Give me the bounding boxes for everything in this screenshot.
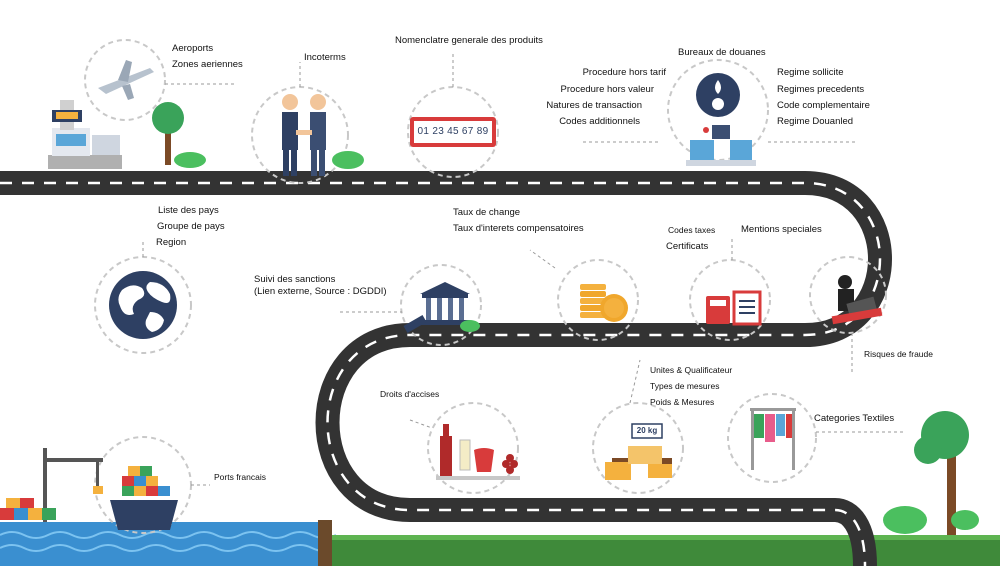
- hacker-icon: [831, 275, 883, 325]
- label-bureaux-right-1: Regimes precedents: [777, 84, 865, 95]
- coins-icon: [580, 284, 628, 322]
- label-bureaux-right-3: Regime Douanled: [777, 116, 854, 127]
- sea-wave: [0, 544, 337, 552]
- label-bureaux-left-1: Procedure hors valeur: [560, 84, 654, 95]
- code-number: 01 23 45 67 89: [417, 126, 489, 137]
- courthouse-icon: [403, 282, 480, 333]
- cargo-ship-icon: [110, 466, 178, 530]
- label-bureaux-title: Bureaux de douanes: [678, 47, 766, 58]
- label-bureaux-right-0: Regime sollicite: [777, 67, 844, 78]
- weight-sign: 20 kg: [636, 426, 658, 435]
- clothes-rack-icon: [750, 408, 796, 470]
- scale-boxes-icon: [605, 423, 672, 480]
- containers-icon: [0, 498, 56, 520]
- customs-emblem-icon: [686, 73, 756, 166]
- tree-icon: [883, 411, 979, 535]
- airplane-icon: [98, 60, 154, 100]
- label-bureaux-right-2: Code complementaire: [777, 100, 870, 111]
- label-unites: Unites & Qualificateur: [650, 365, 733, 375]
- label-certificats: Certificats: [666, 241, 709, 252]
- label-mentions-speciales: Mentions speciales: [741, 224, 822, 235]
- leader-lines: [142, 52, 905, 486]
- label-taux-change: Taux de change: [453, 207, 521, 218]
- tree-icon: [152, 102, 206, 168]
- label-ports-francais: Ports francais: [214, 472, 266, 482]
- label-zones-aeriennes: Zones aeriennes: [172, 59, 243, 70]
- label-suivi-sanctions: Suivi des sanctions: [254, 274, 336, 285]
- label-aeroports: Aeroports: [172, 43, 214, 54]
- label-bureaux-left-0: Procedure hors tarif: [582, 67, 666, 78]
- port-crane-icon: [43, 448, 103, 522]
- label-droits-accises: Droits d'accises: [380, 389, 440, 399]
- label-risques-fraude: Risques de fraude: [864, 349, 933, 359]
- label-poids-mesures: Poids & Mesures: [650, 397, 715, 407]
- code-box-icon: [410, 117, 496, 147]
- label-sanctions-source: (Lien externe, Source : DGDDI): [254, 286, 387, 297]
- label-bureaux-left-3: Codes additionnels: [559, 116, 640, 127]
- label-taux-interets: Taux d'interets compensatoires: [453, 223, 584, 234]
- label-categories-textiles: Categories Textiles: [814, 413, 895, 424]
- airport-tower-icon: [48, 100, 122, 169]
- ground-grass-edge: [332, 535, 1000, 540]
- label-types-mesures: Types de mesures: [650, 381, 720, 391]
- calculator-icon: [706, 290, 762, 326]
- label-codes-taxes: Codes taxes: [668, 225, 716, 235]
- label-liste-pays: Liste des pays: [158, 205, 219, 216]
- road: [0, 171, 892, 566]
- ground-grass: [332, 535, 1000, 566]
- dock-post: [318, 520, 332, 566]
- label-region: Region: [156, 237, 187, 248]
- sea-wave: [0, 531, 337, 539]
- label-incoterms: Incoterms: [304, 52, 346, 63]
- label-groupe-pays: Groupe de pays: [157, 221, 225, 232]
- label-nomenclature: Nomenclatre generale des produits: [395, 35, 543, 46]
- wine-icon: [436, 424, 520, 480]
- label-bureaux-left-2: Natures de transaction: [546, 100, 642, 111]
- globe-icon: [109, 271, 177, 339]
- handshake-icon: [282, 94, 364, 176]
